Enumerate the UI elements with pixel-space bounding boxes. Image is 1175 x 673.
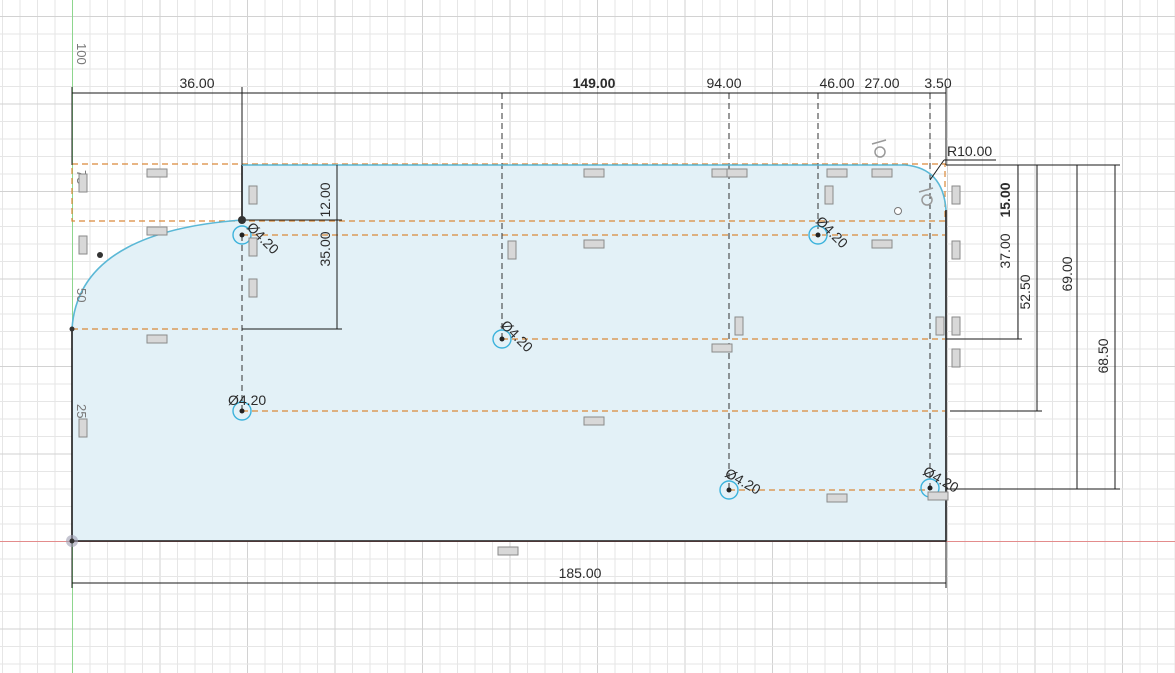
- horizontal-constraint-icon: [583, 239, 605, 249]
- construction-lines: [71, 163, 946, 491]
- dim-68-5: 68.50: [1095, 338, 1111, 373]
- vertical-constraint-icon: [935, 316, 945, 336]
- horizontal-constraint-icon: [583, 416, 605, 426]
- ruler-label: 25: [74, 404, 89, 418]
- dim-37: 37.00: [997, 233, 1013, 268]
- profile-edges[interactable]: [71, 165, 947, 542]
- horizontal-constraint-icon: [927, 491, 949, 501]
- horizontal-constraint-icon: [146, 226, 168, 236]
- dim-27: 27.00: [864, 75, 899, 91]
- dim-94: 94.00: [706, 75, 741, 91]
- dim-15: 15.00: [997, 182, 1013, 217]
- hole-3-label: Ø4.20: [228, 392, 266, 408]
- dim-69: 69.00: [1059, 256, 1075, 291]
- dim-185: 185.00: [559, 565, 602, 581]
- radius-dimension[interactable]: R10.00: [929, 143, 996, 181]
- dim-35: 35.00: [317, 231, 333, 266]
- dim-radius: R10.00: [947, 143, 992, 159]
- left-vertical-dimensions[interactable]: 12.00 35.00: [242, 165, 342, 330]
- vertical-constraint-icon: [734, 316, 744, 336]
- ruler-label: 100: [74, 43, 89, 65]
- horizontal-constraint-icon: [826, 168, 848, 178]
- vertical-constraint-icon: [951, 185, 961, 205]
- constraint-glyphs[interactable]: [78, 168, 961, 556]
- profile-curves[interactable]: [71, 164, 947, 330]
- horizontal-constraint-icon: [711, 343, 733, 353]
- tangent-icons: [871, 139, 934, 206]
- dim-12: 12.00: [317, 182, 333, 217]
- vertical-constraint-icon: [78, 173, 88, 193]
- vertical-constraint-icon: [78, 418, 88, 438]
- ruler-label: 50: [74, 288, 89, 302]
- vertical-constraint-icon: [248, 237, 258, 257]
- vertical-constraint-icon: [248, 185, 258, 205]
- vertical-constraint-icon: [248, 278, 258, 298]
- sketch-points[interactable]: [66, 207, 902, 548]
- horizontal-constraint-icon: [826, 493, 848, 503]
- vertical-constraint-icon: [951, 316, 961, 336]
- vertical-constraint-icon: [78, 235, 88, 255]
- horizontal-constraint-icon: [497, 546, 519, 556]
- top-dimensions[interactable]: 36.00 149.00 94.00 46.00 27.00 3.50: [71, 75, 952, 165]
- hole-3: Ø4.20: [228, 392, 266, 421]
- bottom-dimension[interactable]: 185.00: [71, 541, 947, 588]
- vertical-constraint-icon: [951, 240, 961, 260]
- horizontal-constraint-icon: [871, 168, 893, 178]
- dim-149: 149.00: [573, 75, 616, 91]
- sketch-profile-fill[interactable]: [72, 165, 946, 541]
- horizontal-constraint-icon: [583, 168, 605, 178]
- horizontal-constraint-icon: [726, 168, 748, 178]
- dim-36: 36.00: [179, 75, 214, 91]
- dim-46: 46.00: [819, 75, 854, 91]
- vertical-constraint-icon: [951, 348, 961, 368]
- vertical-constraint-icon: [824, 185, 834, 205]
- vertical-constraint-icon: [507, 240, 517, 260]
- horizontal-constraint-icon: [146, 334, 168, 344]
- right-vertical-dimensions[interactable]: 15.00 37.00 52.50 69.00 68.50: [946, 164, 1120, 490]
- horizontal-constraint-icon: [871, 239, 893, 249]
- horizontal-constraint-icon: [146, 168, 168, 178]
- dim-52-5: 52.50: [1017, 274, 1033, 309]
- dim-3-5: 3.50: [924, 75, 951, 91]
- center-lines: [241, 93, 931, 490]
